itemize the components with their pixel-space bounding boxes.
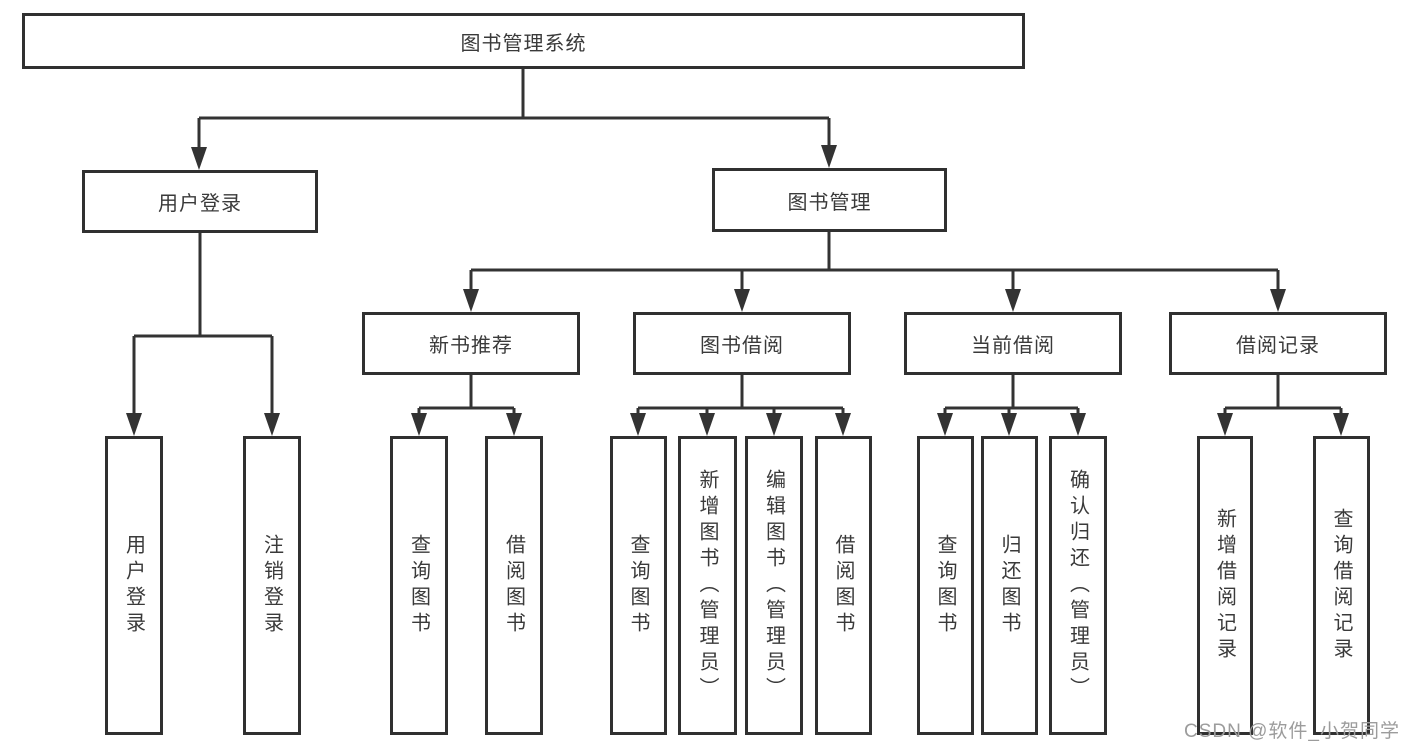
- leaf-borrow-query-label: 查询图书: [627, 533, 649, 638]
- node-new-book-rec: 新书推荐: [362, 312, 580, 375]
- arrowheads-level2: [191, 145, 837, 170]
- leaf-current-return-label: 归还图书: [998, 533, 1020, 638]
- leaf-borrow-borrow-book: 借阅图书: [815, 436, 872, 735]
- connector-root-to-level2: [197, 69, 831, 150]
- leaf-current-query-label: 查询图书: [934, 533, 956, 638]
- leaf-borrow-query: 查询图书: [610, 436, 667, 735]
- node-book-borrow: 图书借阅: [633, 312, 851, 375]
- node-user-login-label: 用户登录: [158, 193, 242, 215]
- connector-current-borrow-children: [943, 375, 1080, 416]
- leaf-borrow-add-book-label: 新增图书（管理员）: [696, 468, 718, 703]
- leaf-borrow-edit-book-label: 编辑图书（管理员）: [762, 468, 785, 703]
- connector-book-borrow-children: [636, 375, 845, 416]
- leaf-new-book-query: 查询图书: [390, 436, 448, 735]
- leaf-borrow-borrow-book-label: 借阅图书: [832, 533, 854, 638]
- node-borrow-records-label: 借阅记录: [1236, 335, 1320, 357]
- leaf-record-query-label: 查询借阅记录: [1330, 507, 1352, 664]
- leaf-current-confirm-return: 确认归还（管理员）: [1049, 436, 1107, 735]
- leaf-borrow-edit-book: 编辑图书（管理员）: [745, 436, 803, 735]
- leaf-new-book-borrow: 借阅图书: [485, 436, 543, 735]
- arrowheads-current-borrow-children: [937, 413, 1086, 436]
- connector-user-login-children: [132, 233, 274, 416]
- node-current-borrow-label: 当前借阅: [971, 335, 1055, 357]
- leaf-record-add: 新增借阅记录: [1197, 436, 1253, 735]
- leaf-current-return: 归还图书: [981, 436, 1038, 735]
- connector-new-book-rec-children: [417, 375, 516, 416]
- arrowheads-borrow-records-children: [1217, 413, 1349, 436]
- leaf-new-book-borrow-label: 借阅图书: [502, 533, 525, 638]
- node-root: 图书管理系统: [22, 13, 1025, 69]
- leaf-new-book-query-label: 查询图书: [407, 533, 430, 638]
- leaf-current-query: 查询图书: [917, 436, 974, 735]
- leaf-current-confirm-return-label: 确认归还（管理员）: [1066, 468, 1089, 703]
- leaf-user-login: 用户登录: [105, 436, 163, 735]
- node-borrow-records: 借阅记录: [1169, 312, 1387, 375]
- leaf-logout-label: 注销登录: [260, 533, 283, 638]
- arrowheads-user-login-children: [126, 413, 280, 436]
- leaf-user-login-label: 用户登录: [122, 533, 145, 638]
- arrowheads-book-borrow-children: [630, 413, 851, 436]
- node-book-borrow-label: 图书借阅: [700, 335, 784, 357]
- connector-book-mgmt-children: [469, 232, 1280, 292]
- node-book-mgmt-label: 图书管理: [787, 191, 872, 214]
- node-new-book-rec-label: 新书推荐: [429, 335, 513, 357]
- leaf-record-add-label: 新增借阅记录: [1213, 507, 1236, 664]
- node-book-mgmt: 图书管理: [712, 168, 947, 232]
- arrowheads-book-mgmt-children: [463, 289, 1286, 312]
- leaf-record-query: 查询借阅记录: [1313, 436, 1370, 735]
- csdn-watermark: CSDN @软件_小贺同学: [1184, 721, 1400, 742]
- leaf-borrow-add-book: 新增图书（管理员）: [678, 436, 737, 735]
- node-root-label: 图书管理系统: [460, 32, 587, 55]
- connector-borrow-records-children: [1223, 375, 1343, 416]
- node-current-borrow: 当前借阅: [904, 312, 1122, 375]
- arrowheads-new-book-rec-children: [411, 413, 522, 436]
- node-user-login: 用户登录: [82, 170, 318, 233]
- leaf-logout: 注销登录: [243, 436, 301, 735]
